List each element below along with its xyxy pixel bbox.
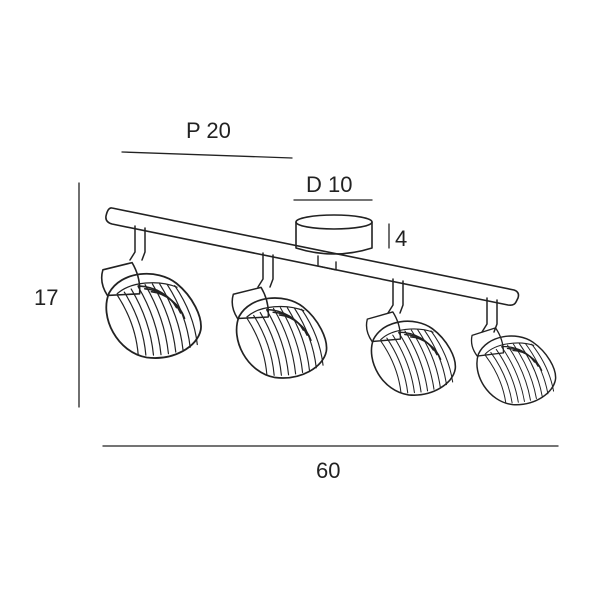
cage-bar — [159, 283, 184, 351]
cage-bar — [386, 337, 409, 394]
cage-bar — [398, 332, 422, 393]
spot-light — [365, 278, 457, 396]
cage-bar — [144, 284, 170, 355]
cage-shade — [476, 335, 557, 406]
cage-bar — [130, 288, 155, 356]
canopy-height-label: 4 — [395, 226, 407, 251]
cage-bar — [174, 284, 198, 346]
lamp-holder — [231, 286, 270, 320]
projection-dimension-line — [121, 151, 293, 159]
height-label: 17 — [34, 285, 58, 310]
cage-bar — [272, 307, 297, 375]
canopy-height-dimension: 4 — [388, 223, 407, 251]
cage-bar — [246, 318, 268, 376]
cage-bar — [490, 351, 513, 404]
projection-dimension: P 20 — [121, 118, 293, 159]
cage-shade — [105, 272, 202, 359]
cage-bar — [301, 308, 324, 366]
spot-arm — [387, 278, 404, 314]
cage-bar — [266, 309, 290, 376]
cage-bar — [417, 329, 441, 388]
cage-bar — [137, 285, 162, 356]
spot-head — [100, 261, 202, 359]
cage-bar — [506, 344, 531, 401]
width-dimension: 60 — [102, 445, 559, 483]
cage-band — [150, 290, 186, 320]
spot-lights — [100, 225, 557, 406]
spot-head — [231, 286, 328, 379]
projection-label: P 20 — [186, 118, 231, 143]
spot-light — [100, 225, 202, 359]
cage-bar — [518, 343, 543, 397]
cage-rim — [116, 282, 178, 295]
cage-bars — [485, 343, 555, 404]
cage-shade — [235, 297, 328, 379]
diameter-label: D 10 — [306, 172, 352, 197]
cage-bar — [286, 307, 311, 371]
spot-arm — [257, 252, 274, 288]
spot-head — [365, 311, 457, 396]
cage-band — [512, 349, 543, 372]
cage-band — [409, 336, 442, 361]
cage-bar — [531, 343, 555, 392]
cage-bar — [495, 348, 519, 403]
cage-rim — [380, 328, 434, 341]
cage-bar — [501, 346, 525, 402]
cage-bar — [380, 340, 402, 394]
spot-light — [231, 252, 328, 379]
lamp-holder — [470, 327, 505, 357]
height-dimension: 17 — [34, 182, 80, 408]
cage-rim — [484, 342, 535, 355]
spot-arm — [481, 297, 498, 333]
lamp-holder — [365, 311, 402, 343]
cage-bar — [259, 311, 282, 376]
cage-band — [278, 314, 312, 342]
cage-bar — [525, 343, 549, 395]
spot-arm — [129, 225, 146, 261]
spot-head — [470, 327, 557, 406]
spot-light — [470, 297, 557, 406]
cage-bar — [123, 291, 147, 356]
width-label: 60 — [316, 458, 340, 483]
cage-bar — [430, 330, 454, 383]
mounting-bar — [105, 207, 520, 306]
cage-shade — [370, 320, 457, 396]
cage-bar — [392, 334, 415, 394]
cage-rim — [246, 305, 305, 318]
lamp-holder — [100, 261, 141, 297]
diameter-dimension: D 10 — [293, 172, 373, 201]
cage-bar — [404, 330, 429, 392]
cage-bar — [253, 314, 275, 376]
cage-bar — [116, 295, 139, 356]
cage-bar — [485, 355, 507, 404]
